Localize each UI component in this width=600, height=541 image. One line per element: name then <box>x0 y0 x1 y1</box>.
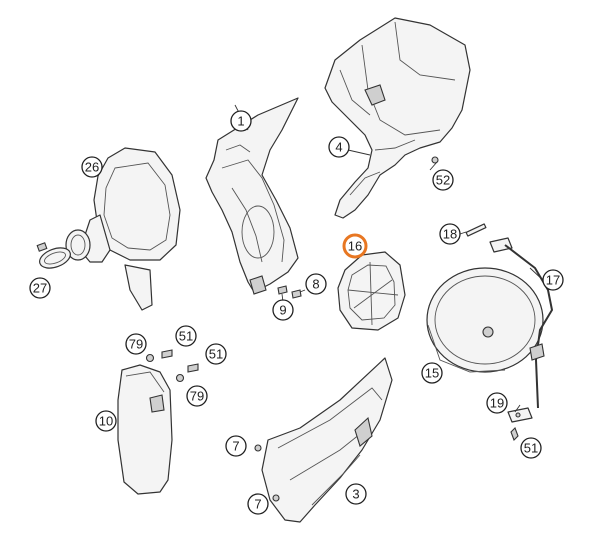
part-side-cover-left <box>117 364 173 495</box>
washer-79b <box>175 373 185 383</box>
callout-52: 52 <box>432 169 454 191</box>
svg-text:19: 19 <box>490 396 504 411</box>
part-air-filter <box>426 267 544 373</box>
svg-text:51: 51 <box>524 441 538 456</box>
svg-text:9: 9 <box>279 303 286 318</box>
part-bracket-rod <box>489 237 554 409</box>
callout-19: 19 <box>486 392 508 414</box>
part-pin <box>465 223 487 237</box>
callout-9: 9 <box>272 299 294 321</box>
svg-text:18: 18 <box>443 227 457 242</box>
screw-51b <box>187 363 199 373</box>
svg-text:7: 7 <box>232 439 239 454</box>
part-small-bracket <box>507 407 533 423</box>
screw-51a <box>161 349 173 359</box>
screw-51c <box>510 427 519 441</box>
callout-51-mid: 51 <box>205 343 227 365</box>
callout-79-mid: 79 <box>186 385 208 407</box>
callout-10: 10 <box>95 410 117 432</box>
callout-15: 15 <box>421 362 443 384</box>
svg-text:15: 15 <box>425 366 439 381</box>
callout-51-top: 51 <box>175 325 197 347</box>
svg-text:27: 27 <box>33 281 47 296</box>
svg-text:16: 16 <box>348 239 362 254</box>
svg-text:79: 79 <box>190 389 204 404</box>
callout-51-right: 51 <box>520 437 542 459</box>
callout-7-upper: 7 <box>225 435 247 457</box>
callout-8: 8 <box>305 273 327 295</box>
part-side-cover-right <box>261 357 393 523</box>
bolt-9 <box>277 285 288 295</box>
callout-17: 17 <box>542 269 564 291</box>
svg-text:51: 51 <box>179 329 193 344</box>
callout-7-lower: 7 <box>247 493 269 515</box>
svg-text:51: 51 <box>209 347 223 362</box>
callout-16: 16 <box>342 233 368 259</box>
svg-text:26: 26 <box>85 160 99 175</box>
bolt-8 <box>291 289 302 299</box>
callout-1: 1 <box>230 110 252 132</box>
callout-4: 4 <box>328 136 350 158</box>
part-airbox-top <box>324 17 471 219</box>
svg-text:17: 17 <box>546 273 560 288</box>
svg-text:8: 8 <box>312 277 319 292</box>
callout-79-top: 79 <box>125 333 147 355</box>
callout-18: 18 <box>439 223 461 245</box>
fasteners <box>145 285 519 502</box>
callout-26: 26 <box>81 156 103 178</box>
callout-27: 27 <box>29 277 51 299</box>
svg-text:1: 1 <box>237 114 244 129</box>
part-airbox-frame <box>205 97 299 295</box>
callout-3: 3 <box>345 483 367 505</box>
svg-text:4: 4 <box>335 140 342 155</box>
part-filter-frame <box>65 147 181 311</box>
svg-text:10: 10 <box>99 414 113 429</box>
svg-text:3: 3 <box>352 487 359 502</box>
washer-79a <box>145 353 155 363</box>
part-clamp <box>36 242 71 269</box>
bolt-7b <box>272 494 280 502</box>
svg-text:7: 7 <box>254 497 261 512</box>
bolt-7a <box>254 444 262 452</box>
svg-text:79: 79 <box>129 337 143 352</box>
part-filter-cage <box>337 251 406 331</box>
svg-text:52: 52 <box>436 173 450 188</box>
